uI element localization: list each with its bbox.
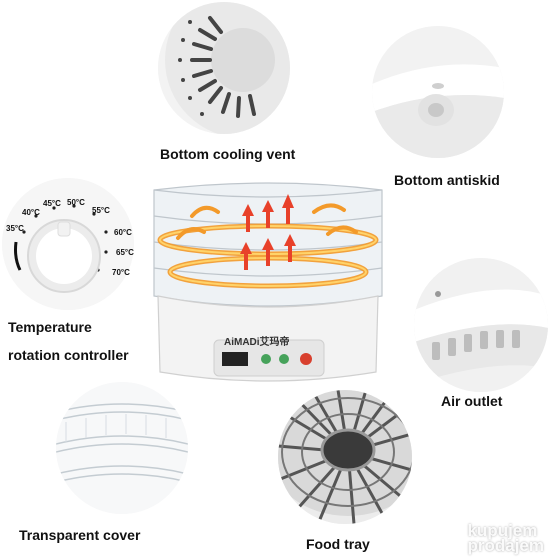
- watermark-line-2: prodajem: [467, 536, 544, 555]
- dial-tick-45: 45°C: [43, 199, 61, 208]
- antiskid-foot-icon: [372, 26, 504, 158]
- transparent-cover-icon: [56, 382, 188, 514]
- air-outlet-photo: [414, 258, 548, 392]
- food-tray-grid-icon: [278, 390, 412, 524]
- dial-tick-40: 40°C: [22, 208, 40, 217]
- device-brand-label: AiMADi艾玛帝: [224, 337, 290, 348]
- food-tray-photo: [278, 390, 412, 524]
- transparent-cover-photo: [56, 382, 188, 514]
- label-rotation-controller: rotation controller: [8, 347, 129, 363]
- label-bottom-antiskid: Bottom antiskid: [394, 172, 500, 188]
- watermark-line-1: kupujem: [467, 521, 538, 540]
- dehydrator-device: AiMADi艾玛帝: [148, 176, 388, 388]
- label-transparent-cover: Transparent cover: [19, 527, 141, 543]
- dial-tick-50: 50°C: [67, 198, 85, 207]
- label-food-tray: Food tray: [306, 536, 370, 552]
- cooling-vent-photo: [158, 2, 290, 134]
- dial-knob-icon: [2, 178, 134, 310]
- dial-tick-60: 60°C: [114, 228, 132, 237]
- air-outlet-icon: [414, 258, 548, 392]
- label-bottom-cooling-vent: Bottom cooling vent: [160, 146, 296, 162]
- antiskid-photo: [372, 26, 504, 158]
- dial-tick-35: 35°C: [6, 224, 24, 233]
- dehydrator-illustration: [153, 182, 383, 382]
- dial-tick-55: 55°C: [92, 206, 110, 215]
- cooling-vent-icon: [158, 2, 290, 134]
- temperature-dial-photo: [2, 178, 134, 310]
- dial-tick-70: 70°C: [112, 268, 130, 277]
- watermark-logo: kupujem prodajem: [467, 521, 544, 555]
- dial-tick-65: 65°C: [116, 248, 134, 257]
- label-air-outlet: Air outlet: [441, 393, 503, 409]
- label-temperature: Temperature: [8, 319, 92, 335]
